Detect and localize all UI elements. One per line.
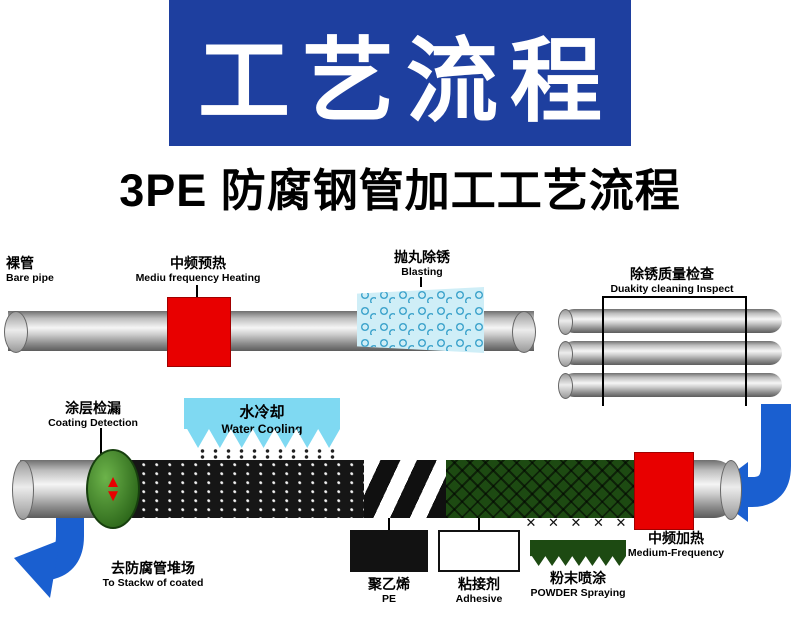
pipe-cap: [512, 311, 536, 353]
pe-label: 聚乙烯 PE: [368, 576, 410, 605]
spray-marks: ✕ ✕ ✕ ✕ ✕: [525, 515, 631, 530]
pe-coating-section: [98, 460, 364, 518]
inspection-pipe: [562, 341, 782, 365]
bare-pipe-label: 裸管 Bare pipe: [6, 255, 54, 284]
inspection-pipe: [562, 309, 782, 333]
coating-detection-label: 涂层检漏 Coating Detection: [48, 400, 138, 429]
adhesive-stripe-section: [364, 460, 446, 518]
inspection-label: 除锈质量检查 Duakity cleaning Inspect: [610, 266, 734, 295]
connector-line: [420, 277, 422, 287]
detector-arrow-down-icon: ▼: [104, 486, 122, 505]
pipe-cap: [558, 341, 573, 367]
blasting-zone: [357, 287, 484, 353]
adhesive-material-box: [438, 530, 520, 572]
powder-spraying-label: 粉末喷涂 POWDER Spraying: [530, 570, 626, 599]
connector-line: [196, 285, 198, 297]
bracket-line: [602, 296, 604, 406]
water-drops: [196, 448, 336, 460]
pipe-cap: [12, 460, 34, 520]
page-subtitle: 3PE 防腐钢管加工工艺流程: [119, 165, 681, 216]
banner: 工艺流程: [169, 0, 631, 146]
preheating-box: [167, 297, 231, 367]
pipe-cap: [4, 311, 28, 353]
powder-coating-section: [446, 460, 634, 518]
connector-line: [100, 428, 102, 456]
banner-title: 工艺流程: [197, 30, 614, 133]
pipe-cap: [558, 309, 573, 335]
pe-material-box: [350, 530, 428, 572]
inspection-pipe: [562, 373, 782, 397]
powder-shape: [530, 540, 626, 566]
heating-box: [634, 452, 694, 530]
pipe-cap: [558, 373, 573, 399]
connector-line: [478, 518, 480, 530]
bracket-line: [602, 296, 747, 298]
mf-heating-label: 中频加热 Medium-Frequency: [627, 530, 725, 559]
stack-yard-label: 去防腐管堆场 To Stackw of coated: [102, 560, 204, 589]
preheating-label: 中频预热 Mediu frequency Heating: [135, 255, 261, 284]
blasting-label: 抛丸除锈 Blasting: [394, 249, 450, 278]
water-cooling-unit: 水冷却 Water Cooling: [184, 398, 340, 448]
connector-line: [388, 518, 390, 530]
flow-arrow-down: [14, 510, 84, 598]
adhesive-label: 粘接剂 Adhesive: [455, 576, 503, 605]
bracket-line: [745, 296, 747, 406]
coating-detector: ▲ ▼: [86, 449, 140, 529]
detector-arrow-up-icon: ▲: [104, 471, 122, 491]
pipe-cap: [720, 460, 742, 520]
